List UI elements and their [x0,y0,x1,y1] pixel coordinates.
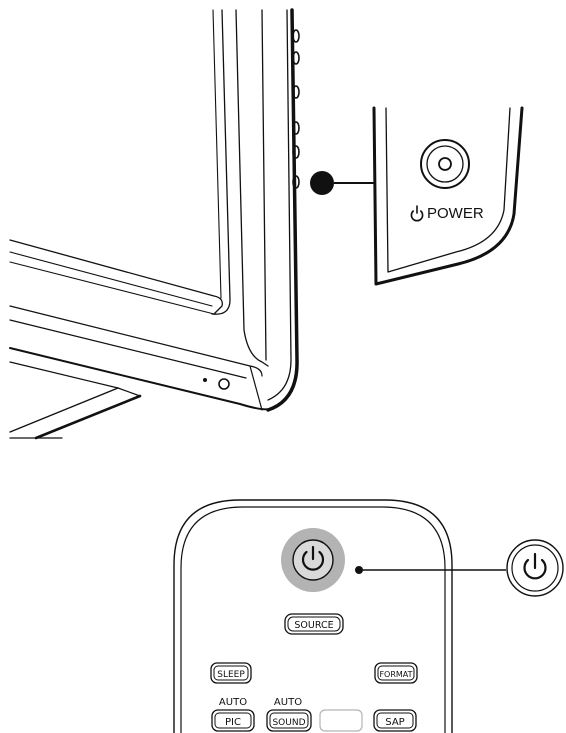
enlarged-power-inner [511,544,559,592]
auto-pic-label: AUTO [219,697,247,708]
remote-power-icon [301,545,325,571]
tv-lower-frame-2 [9,319,247,379]
source-button-label: SOURCE [294,620,333,631]
format-button[interactable]: FORMAT [374,662,418,684]
sound-button-label: SOUND [272,718,305,728]
sound-button[interactable]: SOUND [266,709,312,732]
side-button-5 [292,145,300,159]
pic-button[interactable]: PIC [211,709,255,732]
side-button-1 [292,29,300,43]
source-button[interactable]: SOURCE [284,613,344,635]
remote-callout-dot [355,566,363,574]
remote-callout [355,566,506,574]
auto-sound-label: AUTO [274,697,302,708]
tv-callout [310,171,376,195]
tv-screen-bottom-2 [9,251,213,307]
enlarged-power-icon [523,552,547,580]
side-button-6 [292,175,300,189]
power-button-center [438,157,452,171]
power-label: POWER [427,205,484,222]
enlarged-power-outer [506,539,564,597]
tv-bezel-rear-line [261,9,267,361]
power-button-outer [420,139,470,189]
side-button-4 [292,121,300,135]
tv-bottom-edge [9,347,273,411]
tv-stand-base-1 [9,387,119,433]
remote-power-button[interactable] [281,528,345,592]
tv-screen-edge-right-2 [212,9,222,299]
power-panel-inset [372,106,524,286]
tv-stand-neck [9,361,141,397]
tv-screen-edge-right [211,9,231,315]
inset-inner [385,107,511,273]
inset-outer [372,106,524,286]
remote-outline-outer [173,499,453,733]
remote-illustration [173,499,453,733]
sleep-button-label: SLEEP [217,670,245,680]
tv-lower-frame-1 [9,305,263,377]
sleep-button[interactable]: SLEEP [210,662,252,684]
tv-frame-edge [235,9,269,367]
sap-button-label: SAP [385,717,404,728]
side-button-2 [292,51,300,65]
remote-sensor [218,378,230,390]
format-button-label: FORMAT [379,670,412,679]
tv-outer-bezel [266,8,299,412]
tv-screen-bottom-3 [9,261,215,315]
remote-outline-inner [180,506,446,733]
tv-screen-bottom-1 [9,239,223,315]
power-button-inner [426,145,464,183]
tv-bottom-inner [249,365,263,411]
side-button-3 [292,85,300,99]
callout-dot [310,171,334,195]
power-symbol-icon [410,205,424,222]
tv-side-buttons [292,29,300,189]
standby-indicator [203,378,207,382]
tv-stand-base-2 [34,394,142,440]
enlarged-power-button [506,539,564,597]
tv-bezel-inner-line [267,9,292,401]
sap-button[interactable]: SAP [373,709,417,732]
pic-button-label: PIC [225,717,241,728]
blank-button[interactable] [319,709,363,732]
tv-illustration [9,8,300,440]
